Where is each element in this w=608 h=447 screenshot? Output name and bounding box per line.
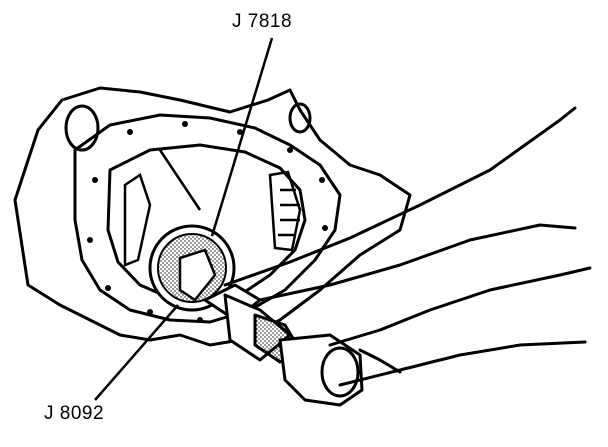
carrier-parts bbox=[123, 149, 302, 267]
bolt-holes bbox=[87, 121, 328, 323]
callout-j8092: J 8092 bbox=[44, 403, 105, 424]
seal-installer bbox=[148, 224, 236, 312]
arms bbox=[223, 106, 592, 387]
leader-j7818 bbox=[210, 37, 274, 237]
leader-lines bbox=[94, 37, 274, 401]
mounting-ears bbox=[64, 102, 312, 152]
callout-j7818: J 7818 bbox=[232, 11, 293, 32]
housing bbox=[13, 86, 412, 347]
leader-j8092 bbox=[94, 304, 179, 401]
hammer bbox=[278, 333, 364, 407]
